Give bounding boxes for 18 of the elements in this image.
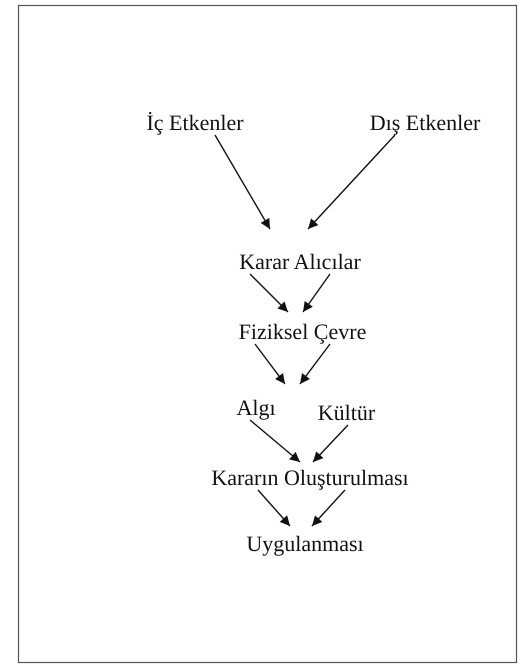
arrow xyxy=(214,134,271,230)
arrow xyxy=(257,490,291,526)
arrow xyxy=(312,424,348,462)
arrow xyxy=(250,419,300,463)
arrow xyxy=(307,134,396,230)
step-label: İç Etkenler xyxy=(146,110,244,135)
step-label: Fiziksel Çevre xyxy=(238,319,366,344)
arrow xyxy=(254,344,286,384)
arrow xyxy=(250,274,288,312)
step-label: Karar Alıcılar xyxy=(239,249,361,274)
step-label: Algı xyxy=(236,395,276,420)
arrow xyxy=(302,274,331,312)
arrow xyxy=(299,344,331,384)
step-label: Kültür xyxy=(318,400,376,425)
step-label: Kararın Oluşturulması xyxy=(211,465,409,490)
step-label: Uygulanması xyxy=(246,531,364,556)
step-label: Dış Etkenler xyxy=(370,110,480,135)
arrow xyxy=(311,490,346,526)
